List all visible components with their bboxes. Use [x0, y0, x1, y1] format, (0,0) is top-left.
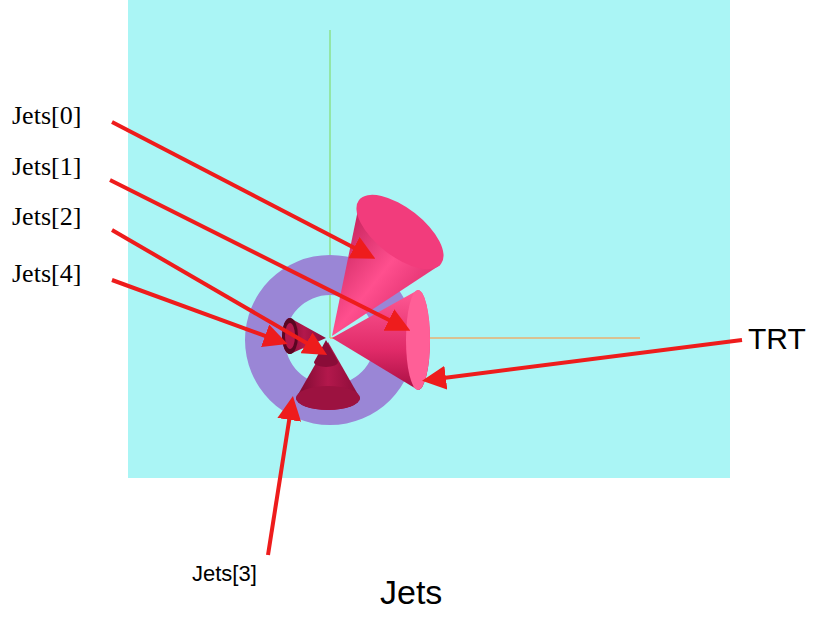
leader-arrow	[112, 280, 282, 342]
jet-cone	[314, 340, 338, 367]
jet-label: Jets[4]	[12, 260, 81, 289]
jet-label: Jets[2]	[12, 203, 81, 232]
jet-label: Jets[3]	[192, 562, 257, 586]
leader-arrow	[112, 122, 370, 256]
jet-label: Jets[0]	[12, 102, 81, 131]
jet-cone	[332, 181, 456, 336]
leader-arrow	[112, 230, 322, 352]
part-label: TRT	[748, 322, 806, 355]
jet-label: Jets[1]	[12, 153, 81, 182]
leader-arrow	[428, 340, 742, 380]
background	[128, 0, 730, 478]
caption: Jets	[380, 574, 442, 611]
leader-arrow	[268, 402, 292, 555]
